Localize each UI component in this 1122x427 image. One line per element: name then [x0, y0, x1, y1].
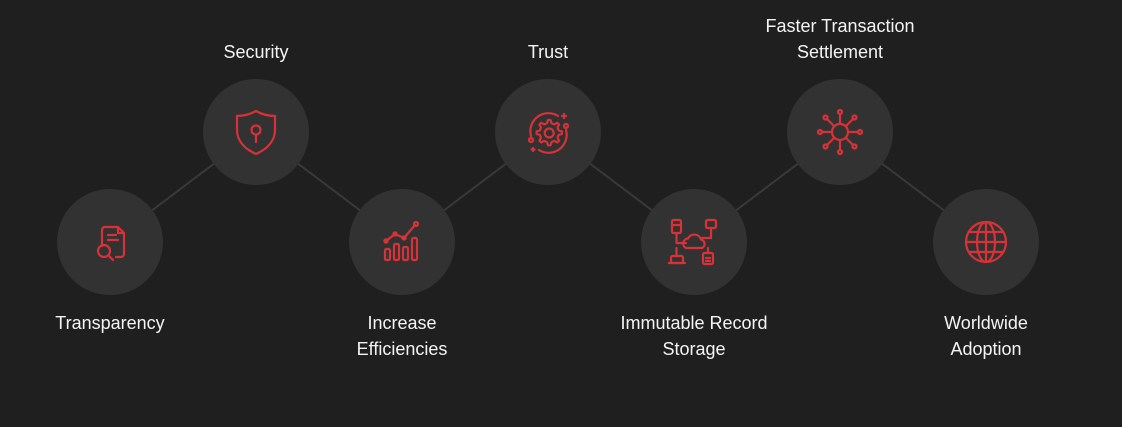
bar-chart-growth-icon	[383, 220, 420, 262]
node-faster-transaction-settlement	[787, 79, 893, 185]
label-faster-transaction-settlement: Faster Transaction Settlement	[765, 16, 915, 62]
shield-lock-icon	[235, 109, 277, 156]
label-worldwide-adoption: Worldwide Adoption	[944, 313, 1028, 359]
node-worldwide-adoption	[933, 189, 1039, 295]
label-increase-efficiencies: Increase Efficiencies	[356, 313, 448, 359]
node-trust	[495, 79, 601, 185]
node-security	[203, 79, 309, 185]
node-increase-efficiencies	[349, 189, 455, 295]
label-transparency: Transparency	[55, 313, 165, 333]
label-security: Security	[223, 42, 289, 62]
label-trust: Trust	[527, 42, 569, 62]
network-hub-icon	[816, 108, 864, 156]
node-transparency	[57, 189, 163, 295]
label-immutable-record-storage: Immutable Record Storage	[620, 313, 768, 359]
cloud-network-storage-icon	[667, 218, 718, 266]
globe-icon	[964, 220, 1008, 264]
document-search-icon	[96, 225, 126, 262]
node-immutable-record-storage	[641, 189, 747, 295]
gear-cycle-icon	[527, 112, 570, 154]
